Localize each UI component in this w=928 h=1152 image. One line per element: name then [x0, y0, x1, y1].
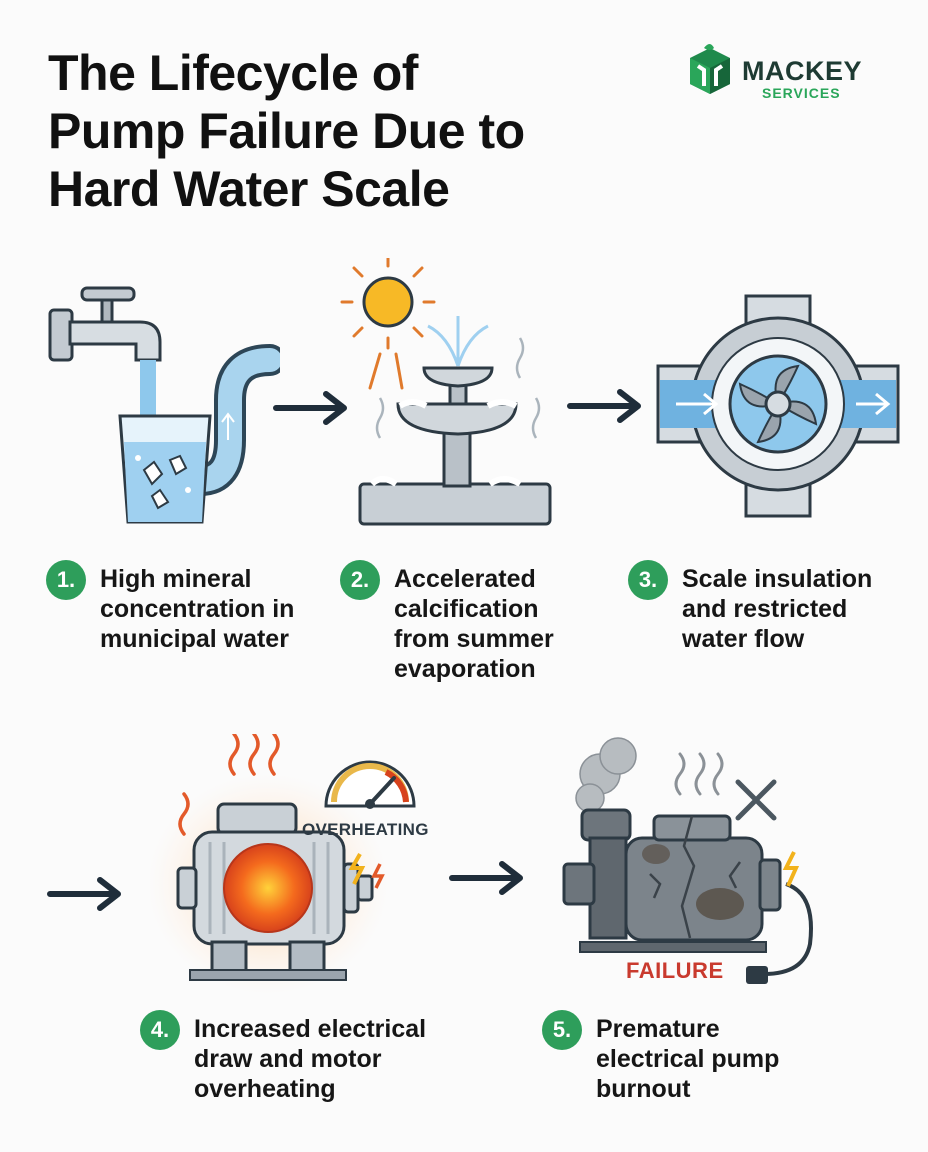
title-line-1: The Lifecycle of [48, 45, 418, 101]
step-5: 5. Premature electrical pump burnout [542, 1010, 812, 1104]
arrow-right-icon [449, 861, 523, 895]
step-1: 1. High mineral concentration in municip… [46, 560, 326, 654]
step-number-badge: 3. [628, 560, 668, 600]
arrow-right-icon [567, 389, 641, 423]
step-description: High mineral concentration in municipal … [100, 565, 295, 653]
mackey-logo-icon [690, 44, 730, 94]
step-description: Accelerated calcification from summer ev… [394, 565, 554, 683]
title-line-3: Hard Water Scale [48, 161, 450, 217]
scaled-pipe-impeller-icon [656, 294, 900, 518]
page-title: The Lifecycle of Pump Failure Due to Har… [48, 44, 648, 218]
arrow-right-icon [47, 877, 121, 911]
overheating-motor-icon [150, 734, 416, 994]
step-number-badge: 5. [542, 1010, 582, 1050]
step-3: 3. Scale insulation and restricted water… [628, 560, 888, 654]
step-description: Increased electrical draw and motor over… [194, 1015, 427, 1103]
step-description: Scale insulation and restricted water fl… [682, 565, 873, 653]
faucet-water-glass-icon [48, 286, 280, 524]
failure-label: FAILURE [626, 958, 724, 983]
step-number-badge: 2. [340, 560, 380, 600]
step-4: 4. Increased electrical draw and motor o… [140, 1010, 470, 1104]
title-line-2: Pump Failure Due to [48, 103, 525, 159]
brand-logo: MACKEY SERVICES [682, 40, 892, 106]
step-description: Premature electrical pump burnout [596, 1015, 780, 1103]
logo-name: MACKEY [742, 56, 863, 86]
step-number-badge: 4. [140, 1010, 180, 1050]
burnt-pump-icon [562, 737, 813, 984]
overheating-label: OVERHEATING [302, 820, 429, 839]
sun-fountain-icon [340, 258, 552, 526]
arrow-right-icon [273, 391, 347, 425]
step-number-badge: 1. [46, 560, 86, 600]
step-2: 2. Accelerated calcification from summer… [340, 560, 580, 684]
logo-sub: SERVICES [762, 85, 841, 101]
